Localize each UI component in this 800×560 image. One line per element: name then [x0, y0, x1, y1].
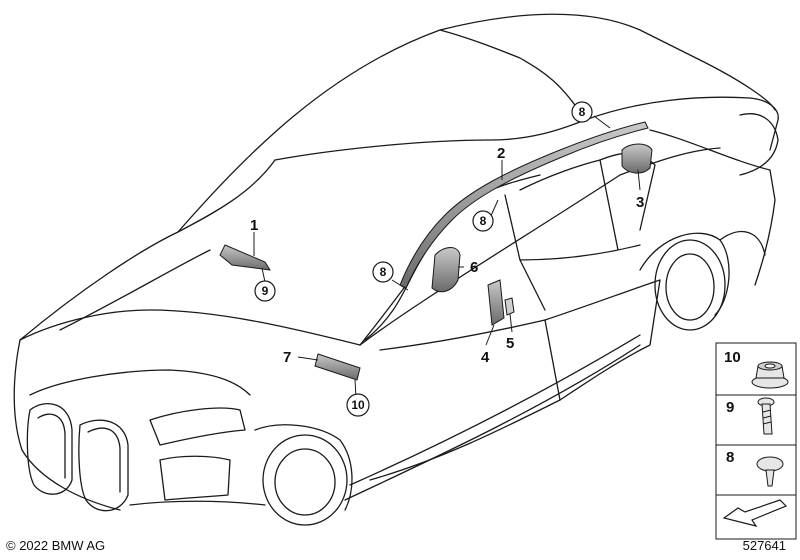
svg-text:8: 8: [579, 105, 586, 119]
callout-7: 7: [283, 349, 291, 366]
callout-8-circle-top: 8: [571, 101, 593, 123]
passenger-airbag-part: [219, 244, 271, 271]
arrow-icon: [722, 499, 788, 527]
nut-icon: [751, 361, 789, 389]
bolt-icon: [757, 397, 775, 435]
callout-6: 6: [470, 259, 478, 276]
svg-text:8: 8: [380, 265, 387, 279]
seat-side-airbag-part: [431, 247, 461, 293]
callout-9-circle: 9: [254, 280, 276, 302]
diagram-id: 527641: [742, 538, 786, 553]
callout-8-circle-mid: 8: [472, 210, 494, 232]
knee-airbag-part: [314, 353, 361, 381]
car-body-outline: [13, 13, 779, 526]
callout-2: 2: [497, 145, 505, 162]
curtain-airbag: [399, 121, 649, 289]
screw-icon: [756, 456, 784, 487]
svg-text:10: 10: [351, 398, 365, 412]
rear-airbag-part: [621, 143, 653, 174]
legend-label-9: 9: [726, 399, 734, 416]
callout-10-circle: 10: [346, 393, 370, 417]
callout-4: 4: [481, 349, 490, 366]
leader-lines: [253, 115, 641, 399]
legend-label-10: 10: [724, 349, 741, 366]
bracket-part: [504, 297, 515, 316]
callout-5: 5: [506, 335, 514, 352]
svg-text:8: 8: [480, 214, 487, 228]
callout-1: 1: [250, 217, 258, 234]
rear-side-airbag-part: [487, 279, 505, 326]
legend-label-8: 8: [726, 449, 734, 466]
callout-3: 3: [636, 194, 644, 211]
copyright-text: © 2022 BMW AG: [6, 538, 106, 553]
callout-8-circle-left: 8: [372, 261, 394, 283]
svg-text:9: 9: [262, 284, 269, 298]
